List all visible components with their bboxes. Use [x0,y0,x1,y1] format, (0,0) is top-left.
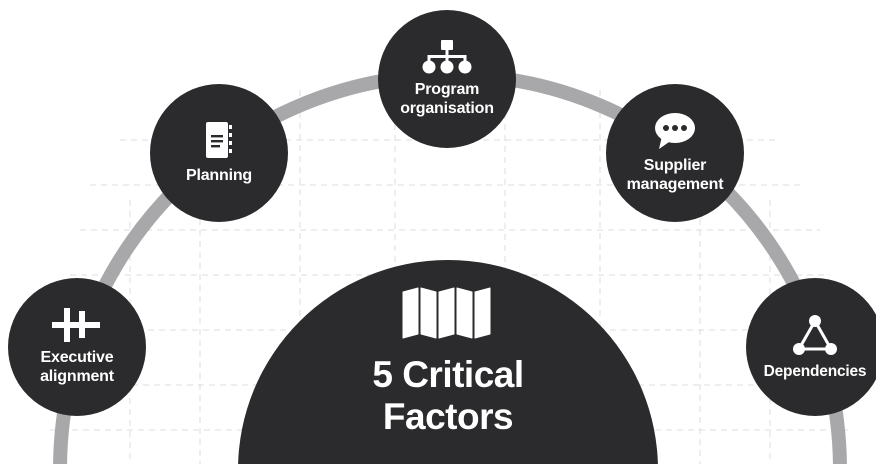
center-title: 5 Critical Factors [238,354,658,438]
folded-map-icon [402,287,491,339]
node-supplier-label-line2: management [626,176,724,193]
node-dependencies[interactable]: Dependencies [746,278,876,416]
speech-bubble-icon [655,113,695,149]
center-dome [238,260,658,464]
center-title-line2: Factors [382,396,514,437]
node-planning[interactable]: Planning [150,84,288,222]
center-title-line1: 5 Critical [372,354,524,395]
node-planning-label: Planning [186,166,252,184]
triangle-network-icon [793,314,837,355]
node-program-label-line1: Program [414,81,480,98]
node-executive-label-line2: alignment [40,368,114,385]
org-chart-icon [422,40,472,74]
node-program-organisation[interactable]: Program organisation [378,10,516,148]
node-supplier-management[interactable]: Supplier management [606,84,744,222]
node-supplier-label-line1: Supplier [643,157,707,174]
notebook-icon [206,121,232,158]
node-dependencies-label: Dependencies [763,362,867,380]
node-program-label-line2: organisation [400,100,494,117]
alignment-plus-icon [52,308,100,342]
node-executive-alignment[interactable]: Executive alignment [8,278,146,416]
node-executive-label-line1: Executive [40,349,114,366]
